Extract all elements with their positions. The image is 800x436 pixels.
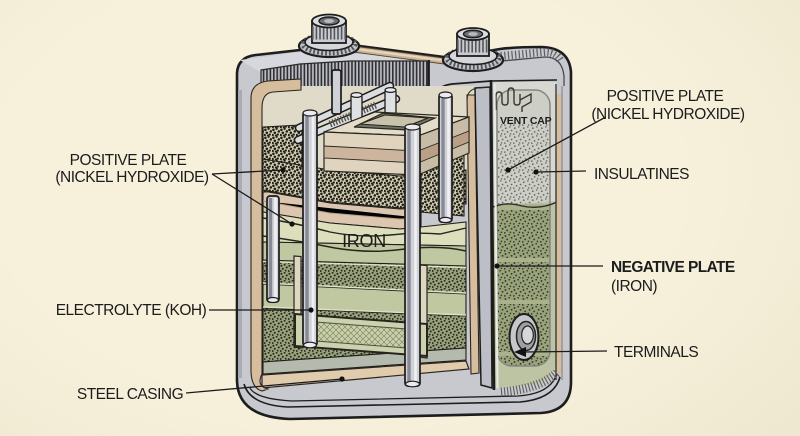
svg-text:INSULATINES: INSULATINES: [594, 166, 689, 183]
svg-text:IRON: IRON: [342, 231, 386, 251]
svg-text:(IRON): (IRON): [611, 278, 657, 295]
svg-text:POSITIVE PLATE: POSITIVE PLATE: [70, 152, 187, 169]
svg-text:TERMINALS: TERMINALS: [614, 344, 698, 361]
svg-text:(NICKEL HYDROXIDE): (NICKEL HYDROXIDE): [591, 106, 745, 123]
svg-text:ELECTROLYTE (KOH): ELECTROLYTE (KOH): [56, 302, 207, 319]
svg-text:(NICKEL HYDROXIDE): (NICKEL HYDROXIDE): [55, 169, 209, 186]
svg-text:NEGATIVE PLATE: NEGATIVE PLATE: [611, 259, 735, 276]
svg-text:VENT CAP: VENT CAP: [500, 115, 552, 127]
svg-text:STEEL CASING: STEEL CASING: [77, 386, 183, 403]
svg-text:POSITIVE PLATE: POSITIVE PLATE: [607, 88, 724, 105]
